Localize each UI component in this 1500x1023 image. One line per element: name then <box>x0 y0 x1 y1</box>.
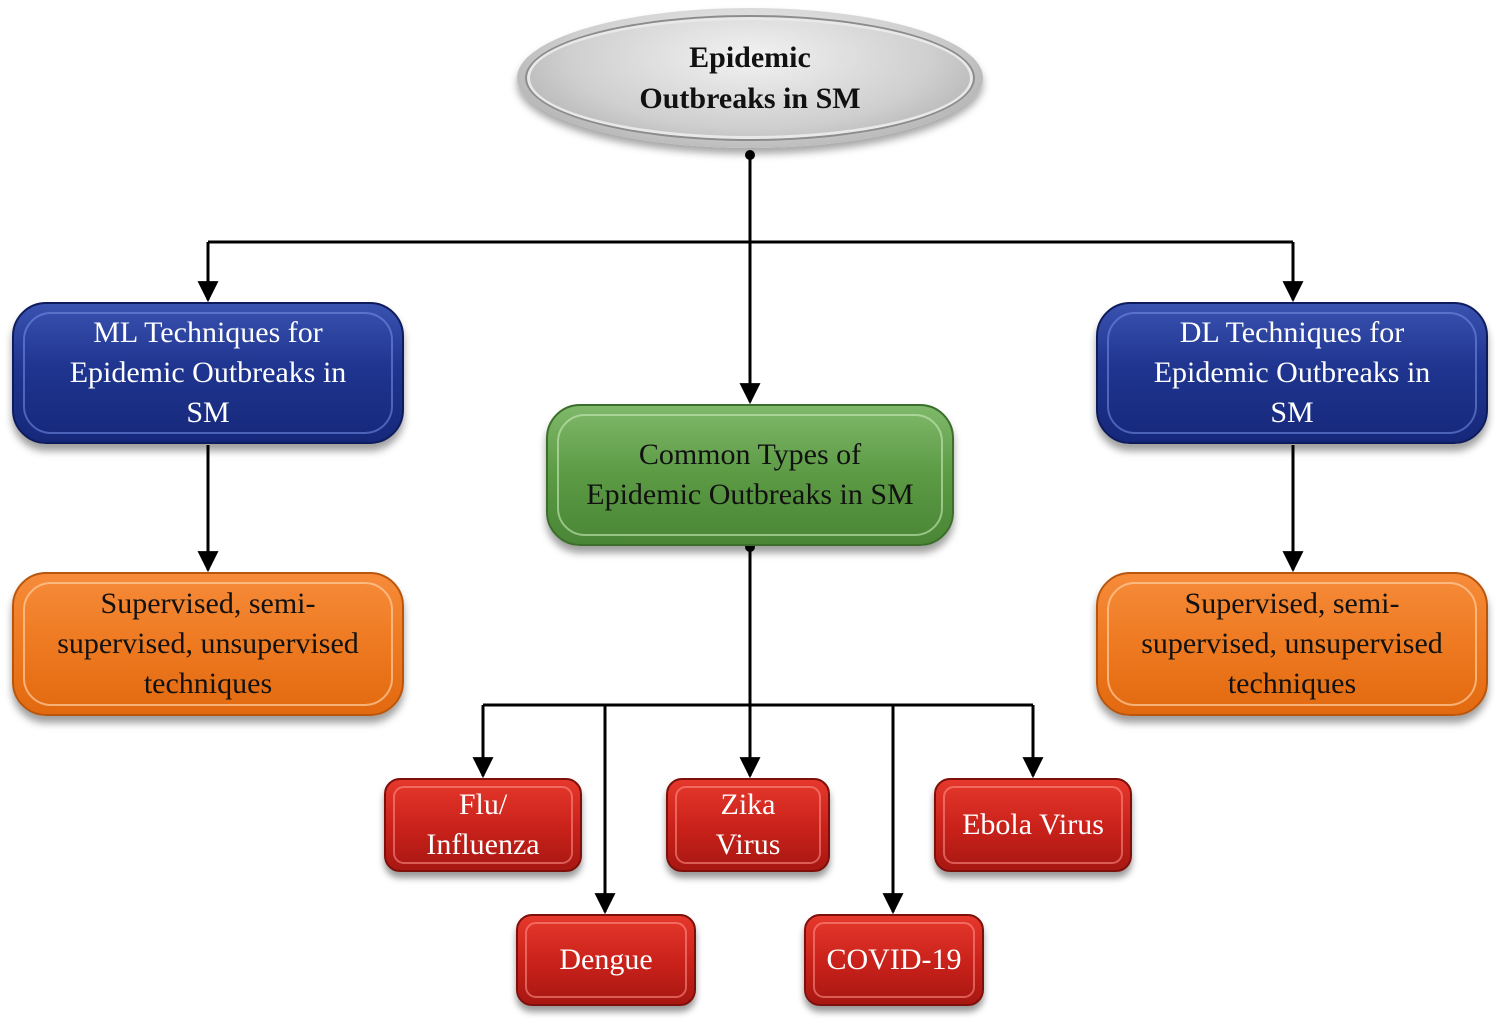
root-stem-dot <box>745 150 755 160</box>
ebola-virus-node: Ebola Virus <box>934 778 1132 872</box>
flu-influenza-node: Flu/ Influenza <box>384 778 582 872</box>
covid-19-label: COVID-19 <box>826 943 962 976</box>
dl-techniques-label: DL Techniques for Epidemic Outbreaks in … <box>1153 316 1431 429</box>
common-types-label: Common Types of Epidemic Outbreaks in SM <box>586 438 914 511</box>
dl-learning-types-label: Supervised, semi- supervised, unsupervis… <box>1141 587 1443 700</box>
dl-techniques-node: DL Techniques for Epidemic Outbreaks in … <box>1096 302 1488 444</box>
covid-19-node: COVID-19 <box>804 914 984 1006</box>
ml-learning-types-node: Supervised, semi- supervised, unsupervis… <box>12 572 404 716</box>
zika-virus-label: Zika Virus <box>715 788 781 861</box>
ebola-virus-label: Ebola Virus <box>962 808 1104 841</box>
ml-learning-types-label: Supervised, semi- supervised, unsupervis… <box>57 587 359 700</box>
zika-virus-node: Zika Virus <box>666 778 830 872</box>
dengue-node: Dengue <box>516 914 696 1006</box>
root-node: Epidemic Outbreaks in SM <box>517 8 983 148</box>
root-label: Epidemic Outbreaks in SM <box>639 41 861 115</box>
common-types-node: Common Types of Epidemic Outbreaks in SM <box>546 404 954 546</box>
flu-influenza-label: Flu/ Influenza <box>426 788 540 861</box>
ml-techniques-label: ML Techniques for Epidemic Outbreaks in … <box>69 316 347 429</box>
ml-techniques-node: ML Techniques for Epidemic Outbreaks in … <box>12 302 404 444</box>
dengue-label: Dengue <box>559 943 653 976</box>
dl-learning-types-node: Supervised, semi- supervised, unsupervis… <box>1096 572 1488 716</box>
